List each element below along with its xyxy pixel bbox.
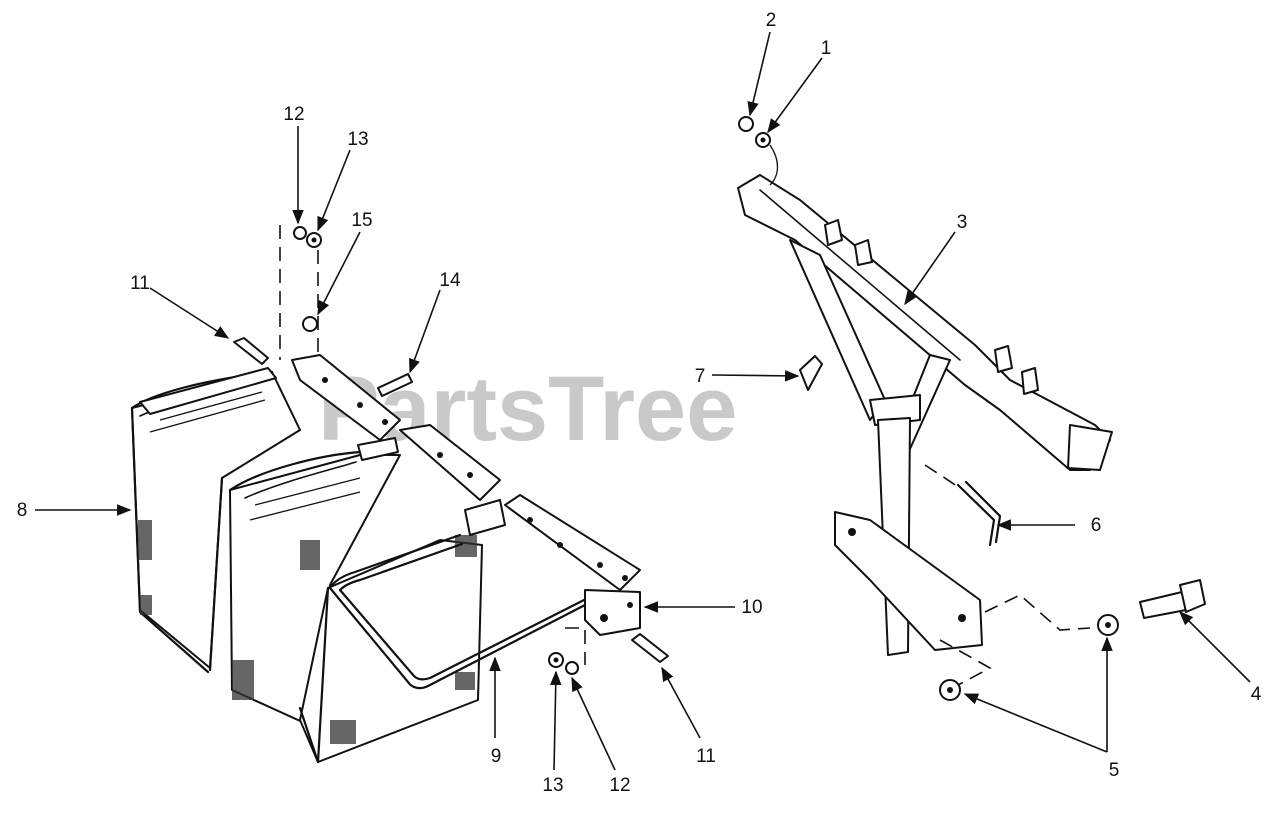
grass-bag-assembly [130, 225, 669, 764]
callout-labels: 1 2 3 4 5 6 7 8 9 10 11 11 12 12 13 13 1… [17, 10, 1262, 796]
callout-14: 14 [439, 270, 461, 291]
grass-bag-middle [228, 450, 401, 731]
callout-9: 9 [491, 746, 502, 767]
nut-12-top [293, 226, 307, 240]
callout-6: 6 [1091, 515, 1102, 536]
bolt-11-bottom [631, 633, 669, 663]
callout-11-top: 11 [130, 273, 150, 294]
bag-handle [328, 533, 590, 690]
callout-2: 2 [766, 10, 777, 31]
pin-6 [956, 480, 1002, 547]
bag-frame [139, 354, 641, 591]
callout-13-top: 13 [347, 129, 368, 150]
callout-11-bottom: 11 [696, 746, 716, 767]
bolt-14 [377, 373, 413, 397]
mounting-bracket [584, 589, 641, 636]
callout-7: 7 [695, 366, 706, 387]
bag-hardware [233, 225, 669, 675]
nut-12-bottom [565, 661, 579, 675]
nut-5-right [1097, 614, 1119, 636]
callout-12-top: 12 [283, 104, 304, 125]
callout-5: 5 [1109, 760, 1120, 781]
washer-1 [755, 132, 771, 148]
nut-13-top [306, 232, 322, 248]
callout-leaders [35, 31, 1251, 771]
callout-8: 8 [17, 500, 28, 521]
bolt-4 [1139, 579, 1206, 619]
callout-13-bottom: 13 [542, 775, 563, 796]
hitch-frame-assembly [737, 116, 1206, 701]
nut-5-left [939, 679, 961, 701]
callout-10: 10 [741, 597, 762, 618]
hitch-hardware [738, 116, 1206, 701]
nut-2 [738, 116, 754, 132]
callout-4: 4 [1251, 684, 1262, 705]
callout-3: 3 [957, 212, 968, 233]
hitch-frame [737, 174, 1113, 656]
bolt-11-top [233, 337, 269, 365]
clip-7 [799, 355, 823, 391]
callout-12-bottom: 12 [609, 775, 630, 796]
nut-13-bottom [548, 652, 564, 668]
callout-15: 15 [351, 210, 372, 231]
callout-1: 1 [821, 38, 832, 59]
nut-15 [302, 316, 318, 332]
